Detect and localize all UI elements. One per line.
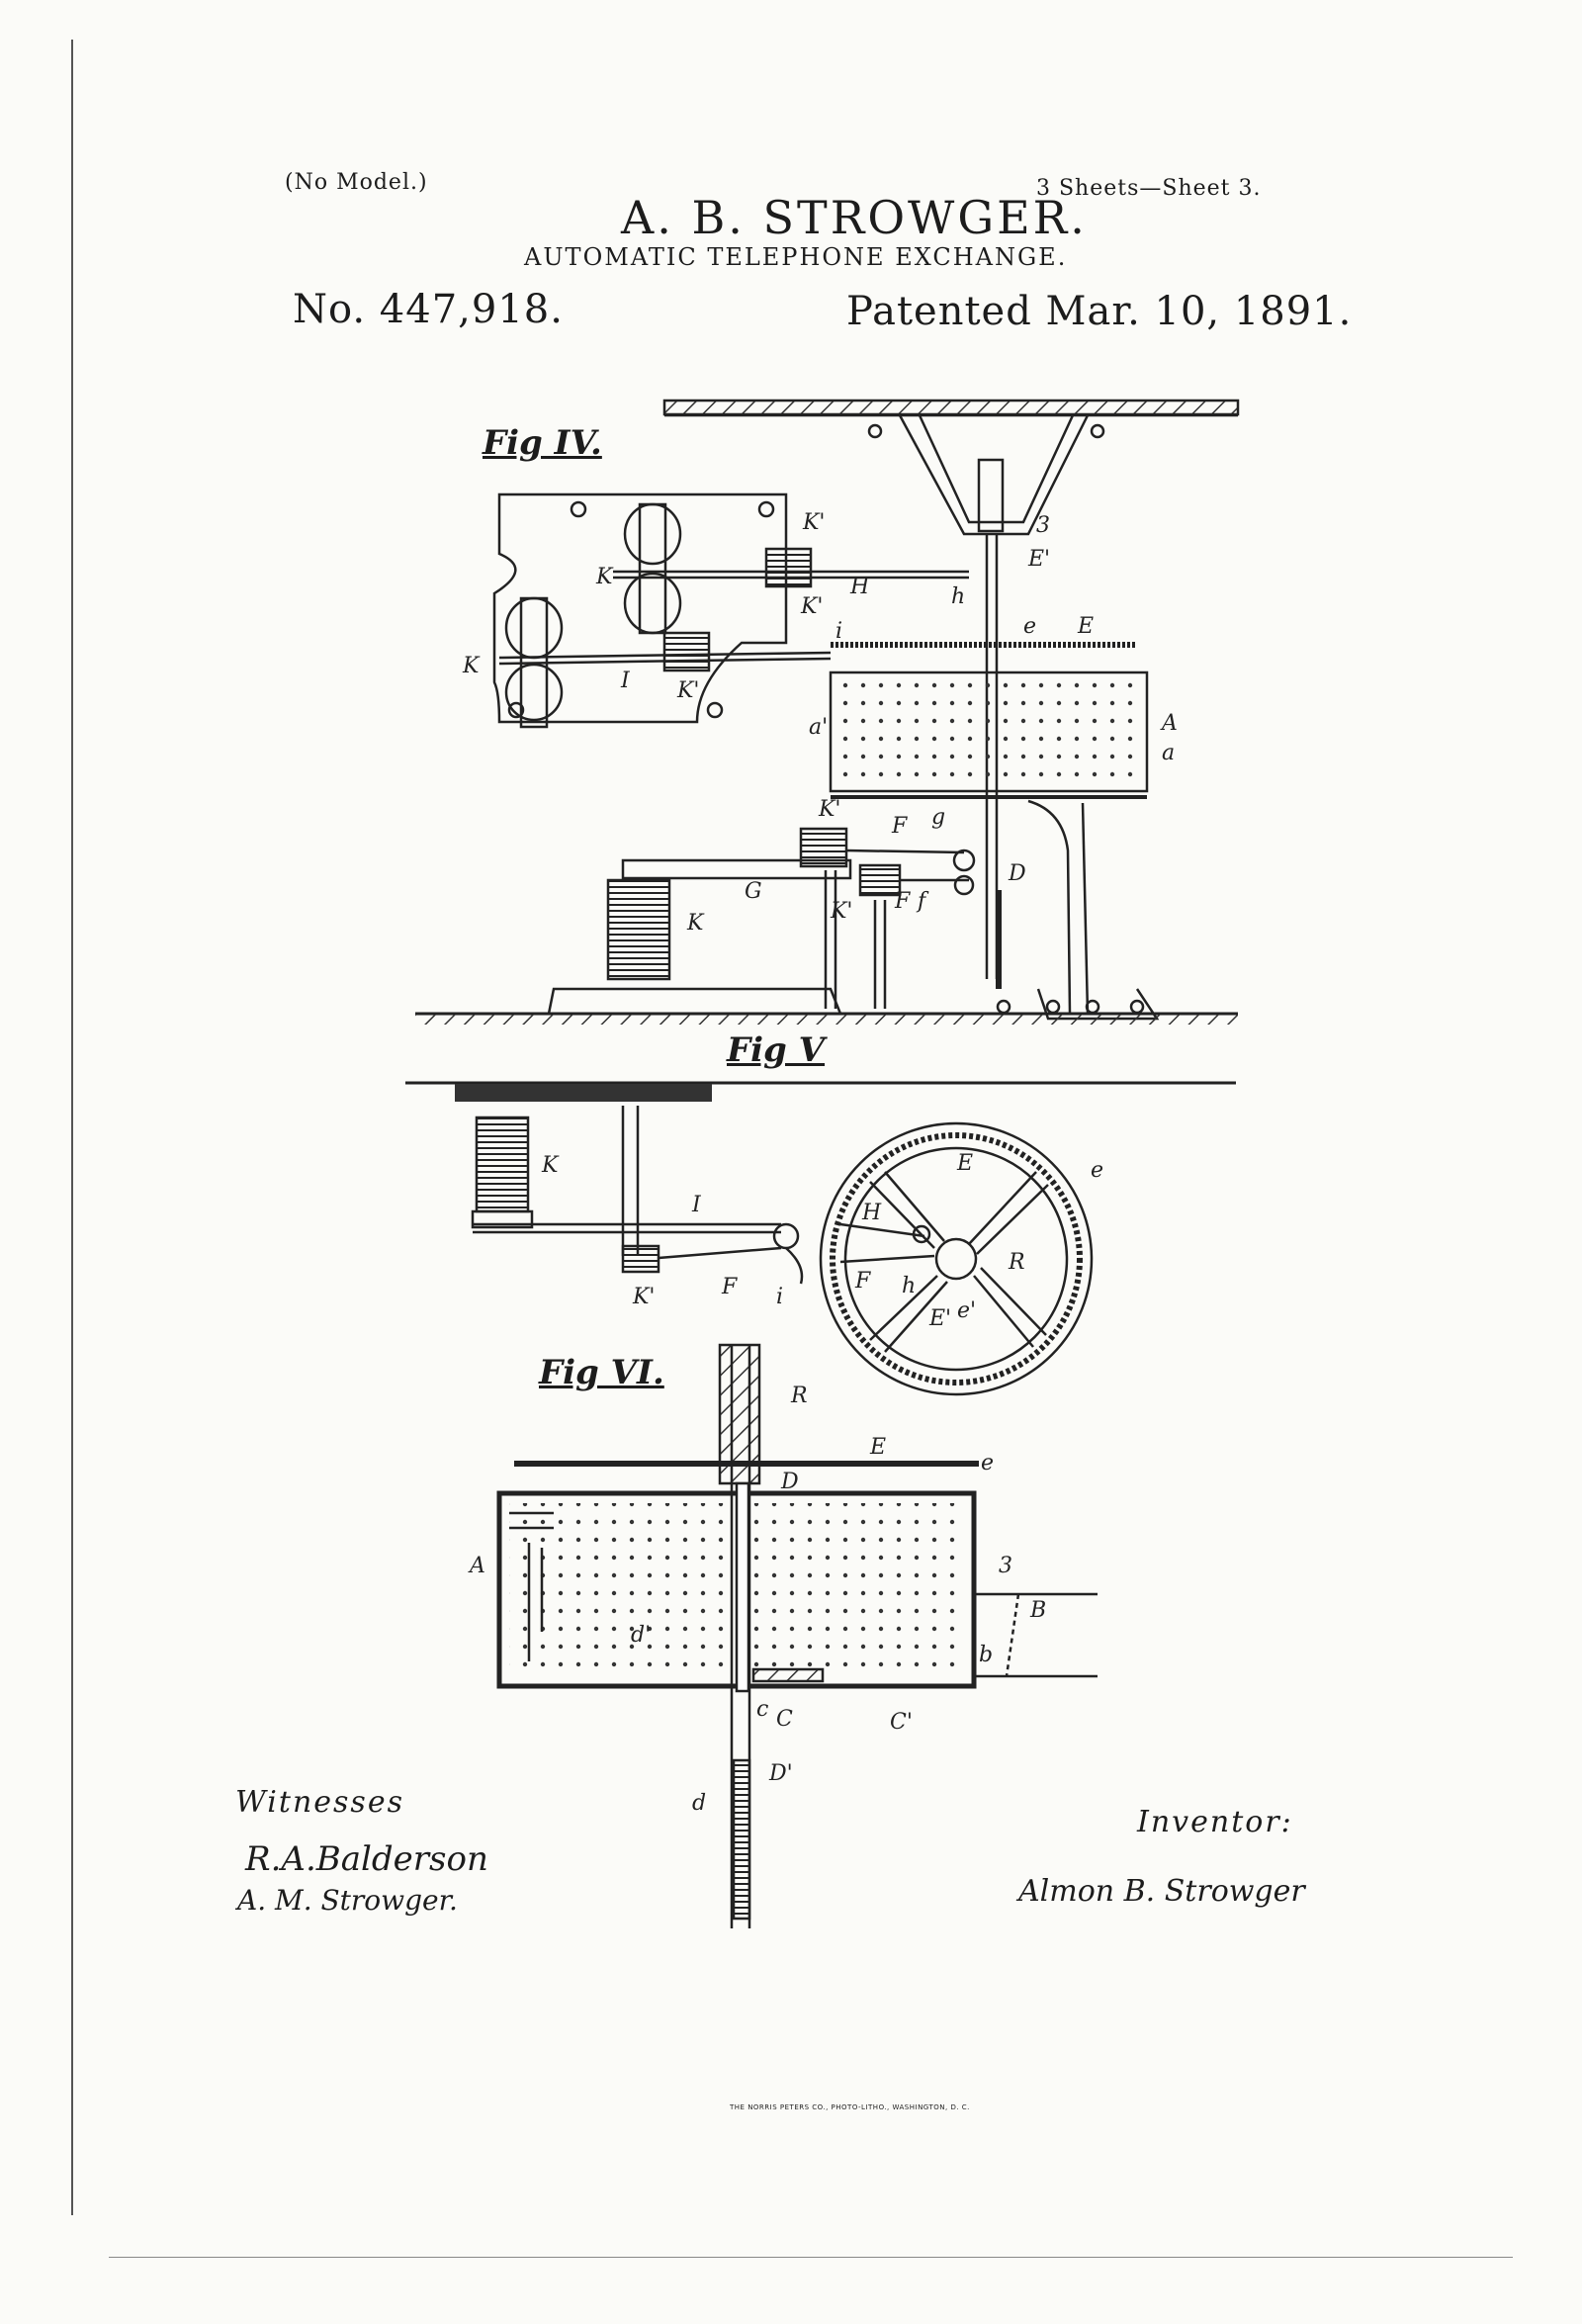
figure-4-labels: K' K K' H h E' 3 K I K' i e E a' A a K' … [462,510,1178,936]
figure-5-labels: K I K' F i E e H F h R E' e' [541,1151,1103,1331]
witnesses-label: Witnesses [235,1785,404,1820]
fig6-label-D: D [780,1470,799,1494]
fig4-label-K-prime-arm: K' [818,797,840,822]
fig4-label-K-prime-low: K' [676,678,699,703]
figure-5-title: Fig V [727,1030,826,1070]
figure-6 [496,1343,1098,1928]
witness-signature-1: R.A.Balderson [245,1839,488,1879]
fig4-label-K-prime-mid: K' [800,594,823,619]
fig4-label-D: D [1008,861,1026,886]
witness-signature-2: A. M. Strowger. [237,1884,458,1917]
fig4-label-K-prime-pawl: K' [830,899,852,924]
patent-title: AUTOMATIC TELEPHONE EXCHANGE. [524,243,1068,271]
fig5-label-i: i [776,1285,783,1309]
inventor-label: Inventor: [1137,1805,1293,1839]
figure-5 [405,1081,1236,1396]
fig5-label-E: E [956,1151,973,1176]
no-model-note: (No Model.) [285,170,428,195]
figure-4-title: Fig IV. [483,423,602,463]
fig6-label-E: E [869,1435,886,1460]
figure-6-title: Fig VI. [539,1353,664,1392]
printer-imprint: THE NORRIS PETERS CO., PHOTO-LITHO., WAS… [730,2103,970,2111]
fig4-label-K-magnet: K [686,911,705,936]
fig6-label-A: A [468,1554,485,1578]
inventor-signature: Almon B. Strowger [1018,1874,1305,1909]
fig4-label-E-prime: E' [1027,547,1050,572]
fig4-label-F-upper: F [891,814,908,839]
fig4-label-G: G [745,879,762,904]
left-margin-rule [71,40,73,2215]
fig4-label-h: h [951,584,965,609]
fig4-label-A: A [1160,711,1178,736]
fig5-label-R: R [1008,1250,1025,1275]
fig6-label-3: 3 [999,1554,1012,1578]
fig4-label-E: E [1077,614,1094,639]
fig6-label-D-prime: D' [768,1761,793,1786]
fig4-label-e: e [1023,614,1036,639]
fig4-label-3: 3 [1036,513,1050,538]
fig6-label-d-prime: d' [631,1623,651,1648]
fig5-label-K-prime: K' [632,1285,655,1309]
fig6-label-c: c [756,1697,768,1722]
fig6-label-C-prime: C' [890,1710,913,1735]
sheet-count: 3 Sheets—Sheet 3. [1036,176,1262,201]
fig6-label-b: b [979,1643,993,1667]
fig6-label-B: B [1029,1598,1046,1623]
fig6-label-R: R [790,1384,808,1408]
fig5-label-F-wheel: F [854,1269,871,1294]
bottom-rule [109,2257,1513,2258]
fig5-label-H: H [861,1201,882,1225]
fig4-label-i: i [835,619,842,644]
patent-date: Patented Mar. 10, 1891. [846,289,1353,334]
fig5-label-e-prime: e' [957,1298,976,1323]
fig6-label-d: d [692,1791,706,1816]
fig5-label-h: h [902,1274,916,1298]
fig4-label-K-prime-top: K' [802,510,825,535]
fig4-label-F-lower: F [894,889,911,914]
fig5-label-F: F [721,1275,738,1299]
fig4-label-g: g [931,805,945,830]
fig6-label-C: C [776,1707,793,1732]
fig5-label-K: K [541,1153,560,1178]
patent-number: No. 447,918. [293,287,564,332]
inventor-heading: A. B. STROWGER. [621,191,1088,244]
fig4-label-a: a [1162,741,1175,765]
fig6-label-e: e [981,1451,994,1475]
fig5-label-E-prime: E' [928,1306,951,1331]
fig4-label-K-left: K [462,654,481,678]
fig4-label-f: f [916,889,929,914]
fig5-label-I: I [691,1193,702,1217]
fig4-label-H: H [849,575,870,599]
figure-6-labels: R E e D A 3 B b d' c C C' D' d [468,1384,1046,1816]
figure-4 [415,399,1240,1025]
fig4-label-I: I [620,669,631,693]
fig4-label-K-plate: K [595,565,614,589]
fig5-label-e: e [1091,1158,1103,1183]
fig4-label-a-prime: a' [809,715,828,740]
